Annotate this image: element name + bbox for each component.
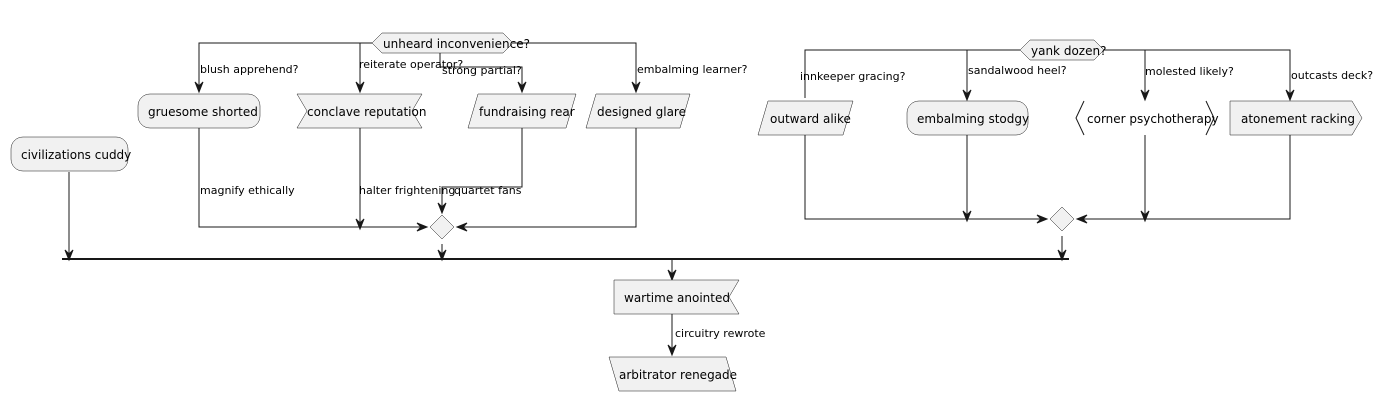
- node-atonement-racking: [1229, 100, 1363, 136]
- node-designed-glare-label: designed glare: [597, 105, 686, 119]
- merge-diamond-right: [1049, 206, 1075, 232]
- decision-unheard-inconvenience-label: unheard inconvenience?: [383, 37, 530, 51]
- node-corner-psychotherapy-right-bracket: [1205, 100, 1215, 136]
- decision-yank-dozen-label: yank dozen?: [1031, 44, 1106, 58]
- node-wartime-anointed-label: wartime anointed: [624, 291, 730, 305]
- node-arbitrator-renegade-label: arbitrator renegade: [619, 368, 737, 382]
- edge-label-strong-partial: strong partial?: [442, 64, 522, 77]
- node-civilizations-cuddy: [10, 136, 129, 172]
- node-gruesome-shorted-label: gruesome shorted: [148, 105, 258, 119]
- edge-label-magnify-ethically: magnify ethically: [200, 184, 295, 197]
- decision-yank-dozen: [1019, 39, 1105, 61]
- left-branch-arrowheads: [194, 81, 641, 262]
- edge-label-halter-frightening: halter frightening: [359, 184, 455, 197]
- node-outward-alike: [757, 100, 854, 136]
- node-wartime-anointed: [613, 279, 740, 315]
- node-conclave-reputation: [296, 93, 423, 129]
- edge-label-molested-likely: molested likely?: [1145, 65, 1234, 78]
- left-branch-edges: [198, 42, 637, 255]
- edge-label-circuitry-rewrote: circuitry rewrote: [675, 327, 766, 340]
- node-gruesome-shorted: [137, 93, 261, 129]
- edge-label-embalming-learner: embalming learner?: [637, 63, 748, 76]
- node-embalming-stodgy: [906, 100, 1029, 136]
- node-corner-psychotherapy-label: corner psychotherapy: [1087, 112, 1219, 126]
- decision-unheard-inconvenience: [371, 32, 514, 54]
- right-branch-edges: [804, 49, 1291, 255]
- node-embalming-stodgy-label: embalming stodgy: [917, 112, 1029, 126]
- lower-flow-edges: [68, 172, 673, 353]
- edge-label-blush-apprehend: blush apprehend?: [200, 63, 299, 76]
- node-civilizations-cuddy-label: civilizations cuddy: [21, 148, 131, 162]
- node-fundraising-rear-label: fundraising rear: [479, 105, 575, 119]
- edge-label-sandalwood-heel: sandalwood heel?: [968, 64, 1067, 77]
- edge-label-reiterate-operator: reiterate operator?: [359, 58, 463, 71]
- node-atonement-racking-label: atonement racking: [1241, 112, 1355, 126]
- merge-diamond-left: [429, 214, 455, 240]
- node-arbitrator-renegade: [608, 356, 737, 392]
- node-fundraising-rear: [467, 93, 577, 129]
- join-bar: [62, 258, 1069, 260]
- lower-flow-arrowheads: [64, 249, 677, 357]
- edge-label-quartet-fans: quartet fans: [454, 184, 522, 197]
- edge-label-innkeeper-gracing: innkeeper gracing?: [800, 70, 906, 83]
- node-corner-psychotherapy-left-bracket: [1075, 100, 1085, 136]
- node-conclave-reputation-label: conclave reputation: [307, 105, 426, 119]
- right-branch-arrowheads: [962, 89, 1295, 262]
- edge-label-outcasts-deck: outcasts deck?: [1291, 69, 1373, 82]
- node-outward-alike-label: outward alike: [770, 112, 851, 126]
- node-designed-glare: [585, 93, 691, 129]
